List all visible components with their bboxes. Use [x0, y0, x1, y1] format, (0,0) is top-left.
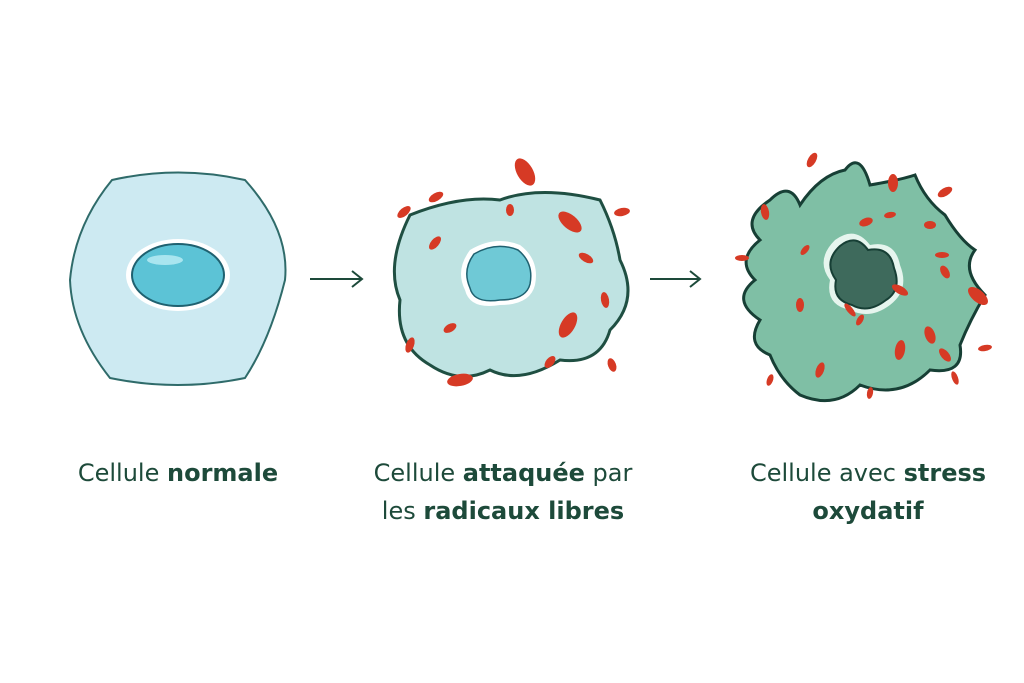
attacked-cell — [392, 191, 630, 378]
free-radical — [447, 373, 473, 387]
free-radical — [968, 287, 988, 305]
label-normal-cell: Cellule normale — [77, 459, 279, 487]
free-radical — [405, 337, 415, 353]
free-radical — [506, 204, 514, 216]
free-radical — [429, 236, 441, 250]
free-radical — [884, 211, 896, 219]
free-radical — [800, 245, 810, 255]
free-radical — [940, 265, 950, 279]
free-radical — [514, 158, 536, 186]
free-radical — [614, 207, 630, 217]
free-radical — [935, 252, 949, 258]
free-radical — [578, 252, 594, 264]
free-radical — [600, 292, 610, 308]
free-radical — [866, 387, 874, 399]
free-radical — [856, 314, 864, 326]
free-radical — [888, 174, 898, 192]
nucleus — [131, 243, 225, 307]
free-radical — [397, 206, 411, 218]
free-radical — [937, 186, 953, 198]
free-radical — [951, 371, 959, 385]
damaged-nucleus — [829, 239, 898, 310]
free-radical — [428, 191, 444, 203]
free-radical — [796, 298, 804, 312]
free-radical — [558, 211, 582, 233]
normal-cell — [68, 171, 287, 386]
free-radical — [735, 255, 749, 261]
free-radical — [924, 326, 936, 344]
free-radical — [760, 204, 770, 220]
stressed-cell — [742, 161, 987, 403]
free-radical — [891, 284, 909, 296]
free-radical — [766, 374, 774, 386]
label-attacked-cell: Cellule attaquée par les radicaux libres — [373, 459, 633, 525]
free-radical — [844, 303, 856, 317]
free-radical — [894, 340, 906, 360]
free-radical — [978, 344, 992, 352]
free-radical — [806, 152, 818, 168]
arrow-right-icon — [310, 270, 364, 288]
free-radical — [544, 356, 556, 368]
free-radical — [443, 323, 457, 333]
free-radicals — [397, 152, 992, 399]
free-radical — [924, 221, 936, 229]
arrow-right-icon — [650, 270, 702, 288]
label-stressed-cell: Cellule avec stress oxydatif — [749, 459, 987, 525]
free-radical — [859, 217, 873, 227]
free-radical — [558, 312, 578, 338]
free-radical — [939, 348, 951, 362]
free-radical — [607, 358, 617, 372]
free-radical — [815, 362, 825, 378]
